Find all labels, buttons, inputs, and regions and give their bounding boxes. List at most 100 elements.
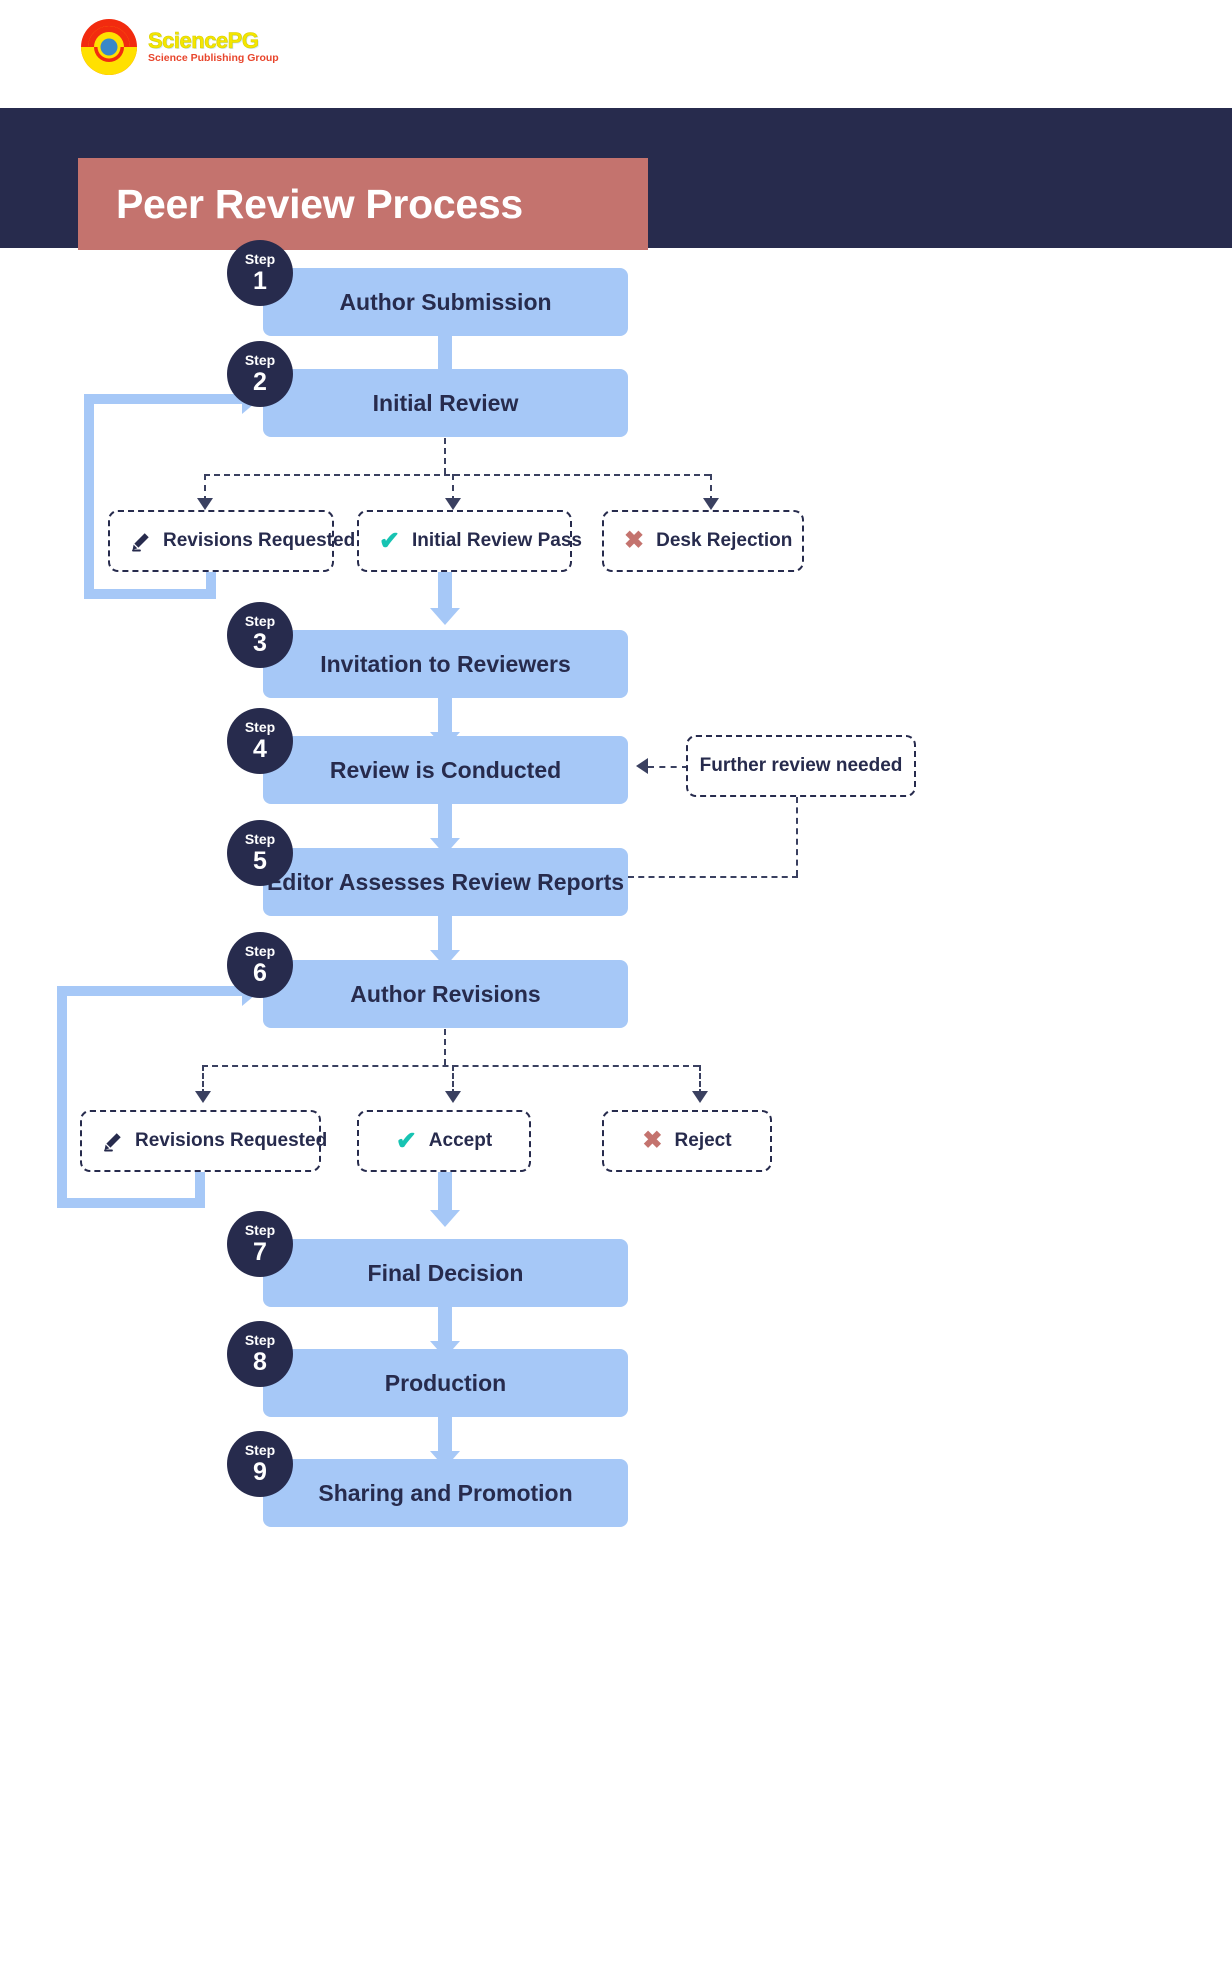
dashed-stem-author-revisions [444,1029,446,1065]
dashed-arrow-accept [445,1091,461,1103]
step-badge-3: Step 3 [227,602,293,668]
arrow-accept-to-step7 [438,1172,452,1214]
step-box-initial-review[interactable]: Initial Review [263,369,628,437]
outcome-label: Initial Review Pass [411,530,582,551]
step-badge-label: Step [244,1442,276,1458]
arrow-head-accept-to-step7 [430,1210,460,1227]
arrow-step1-to-step2 [438,336,452,374]
step-badge-label: Step [244,831,276,847]
dashed-drop-reject [699,1065,701,1095]
dashed-drop-revisions-2 [202,1065,204,1095]
dashed-drop-accept [452,1065,454,1095]
dashed-drop-desk-rejection [710,474,712,502]
sciencepg-circular-emblem-icon [80,18,138,76]
outcome-revisions-requested-2[interactable]: Revisions Requested [80,1110,327,1172]
step-badge-number: 5 [253,847,267,875]
arrow-head-pass-to-step3 [430,608,460,625]
step-box-label: Invitation to Reviewers [320,650,571,677]
step-badge-label: Step [244,613,276,629]
sciencepg-logo[interactable]: SciencePG Science Publishing Group [80,18,279,76]
dashed-arrow-revisions-2 [195,1091,211,1103]
step-box-final-decision[interactable]: Final Decision [263,1239,628,1307]
page-title-box: Peer Review Process [78,158,648,250]
step-badge-number: 8 [253,1348,267,1376]
arrow-step7-to-step8 [438,1307,452,1345]
step-badge-4: Step 4 [227,708,293,774]
step-box-sharing-and-promotion[interactable]: Sharing and Promotion [263,1459,628,1527]
step-badge-6: Step 6 [227,932,293,998]
check-icon: ✔ [395,1126,417,1155]
outcome-label: Desk Rejection [656,530,793,551]
pencil-icon [130,531,151,552]
outcome-initial-review-pass[interactable]: ✔ Initial Review Pass [357,510,582,572]
step-badge-label: Step [244,719,276,735]
x-icon: ✖ [624,527,645,554]
step-box-review-is-conducted[interactable]: Review is Conducted [263,736,628,804]
step-box-label: Editor Assesses Review Reports [266,868,625,895]
step-badge-label: Step [244,943,276,959]
dashed-arrow-reject [692,1091,708,1103]
x-icon: ✖ [642,1127,663,1154]
step-badge-1: Step 1 [227,240,293,306]
step-badge-number: 6 [253,959,267,987]
arrow-step5-to-step6 [438,916,452,954]
dashed-arrow-pass [445,498,461,510]
page-title: Peer Review Process [116,180,523,227]
outcome-label: Accept [428,1130,493,1151]
step-box-label: Author Submission [339,288,552,315]
note-further-review-needed[interactable]: Further review needed [686,735,916,797]
step-badge-number: 3 [253,629,267,657]
dashed-drop-revisions-1 [204,474,206,502]
outcome-accept[interactable]: ✔ Accept [357,1110,531,1172]
dashed-note-down [796,797,798,876]
step-box-production[interactable]: Production [263,1349,628,1417]
outcome-label: Reject [674,1130,732,1151]
arrow-pass-to-step3 [438,572,452,612]
pencil-icon [102,1131,123,1152]
outcome-reject[interactable]: ✖ Reject [602,1110,772,1172]
dashed-bus-author-revisions [202,1065,699,1067]
arrow-step8-to-step9 [438,1417,452,1455]
dashed-note-to-step4 [648,766,688,768]
step-box-invitation-to-reviewers[interactable]: Invitation to Reviewers [263,630,628,698]
arrow-step4-to-step5 [438,804,452,842]
step-box-label: Initial Review [372,389,519,416]
flowchart-canvas: Step 1 Author Submission Step 2 Initial … [0,240,1232,1986]
step-badge-number: 1 [253,267,267,295]
logo-wordmark: SciencePG Science Publishing Group [148,28,279,64]
step-badge-number: 7 [253,1238,267,1266]
dashed-arrow-desk-rejection [703,498,719,510]
step-badge-label: Step [244,352,276,368]
outcome-desk-rejection[interactable]: ✖ Desk Rejection [602,510,804,572]
dashed-arrow-revisions-1 [197,498,213,510]
step-box-label: Production [384,1369,507,1396]
note-label: Further review needed [699,755,903,776]
outcome-label: Revisions Requested [135,1130,328,1151]
step-badge-5: Step 5 [227,820,293,886]
outcome-revisions-requested-1[interactable]: Revisions Requested [108,510,355,572]
dashed-arrow-note-to-step4 [636,758,648,774]
step-box-author-revisions[interactable]: Author Revisions [263,960,628,1028]
step-badge-number: 2 [253,368,267,396]
step-badge-number: 4 [253,735,267,763]
dashed-drop-pass [452,474,454,502]
step-badge-9: Step 9 [227,1431,293,1497]
step-box-label: Author Revisions [350,980,541,1007]
step-badge-label: Step [244,1222,276,1238]
dashed-stem-initial-review [444,438,446,474]
step-badge-label: Step [244,251,276,267]
step-badge-number: 9 [253,1458,267,1486]
step-box-label: Sharing and Promotion [318,1479,573,1506]
outcome-label: Revisions Requested [163,530,356,551]
dashed-bus-initial-review [204,474,710,476]
step-box-editor-assesses-review-reports[interactable]: Editor Assesses Review Reports [263,848,628,916]
logo-bar: SciencePG Science Publishing Group [0,0,1232,108]
step-badge-7: Step 7 [227,1211,293,1277]
step-badge-8: Step 8 [227,1321,293,1387]
check-icon: ✔ [379,526,400,555]
step-box-author-submission[interactable]: Author Submission [263,268,628,336]
step-box-label: Review is Conducted [329,756,562,783]
dashed-step5-to-note [628,876,798,878]
logo-title: SciencePG [148,28,260,54]
